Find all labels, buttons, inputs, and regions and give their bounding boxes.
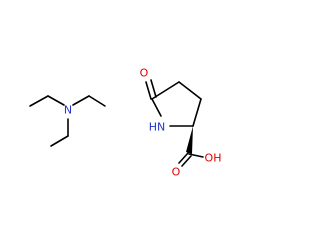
stereo-wedge-bond bbox=[186, 126, 193, 154]
molecule-canvas: N O HN O OH bbox=[29, 67, 222, 179]
bond-n-ch2-right bbox=[72, 95, 90, 106]
bond-ring-n-c5 bbox=[151, 98, 162, 117]
bond-carboxyl-c-oh bbox=[188, 153, 204, 158]
bond-keto-c-o-2 bbox=[150, 79, 157, 98]
bond-carboxyl-c-o-2 bbox=[181, 155, 192, 167]
nitrogen-atom-label: N bbox=[64, 104, 72, 117]
triethylamine: N bbox=[29, 95, 106, 147]
bond-ring-c5-c4 bbox=[151, 81, 180, 100]
bond-ch2-ch3-down bbox=[50, 135, 69, 147]
bond-ring-c4-c3 bbox=[178, 81, 202, 100]
bond-ring-c3-c2 bbox=[192, 98, 202, 127]
bond-keto-c-o-1 bbox=[145, 81, 152, 100]
bond-carboxyl-c-o-1 bbox=[178, 152, 189, 164]
bond-ch2-ch3-left bbox=[29, 95, 49, 107]
ring-nh-label: HN bbox=[149, 121, 166, 134]
bond-ch2-ch3-right bbox=[88, 95, 106, 107]
keto-oxygen-label: O bbox=[140, 67, 149, 80]
pyroglutamic-acid: O HN O OH bbox=[140, 67, 222, 179]
bond-n-ch2-left bbox=[47, 95, 65, 106]
hydroxyl-label: OH bbox=[205, 152, 222, 165]
carboxyl-oxygen-label: O bbox=[172, 166, 181, 179]
